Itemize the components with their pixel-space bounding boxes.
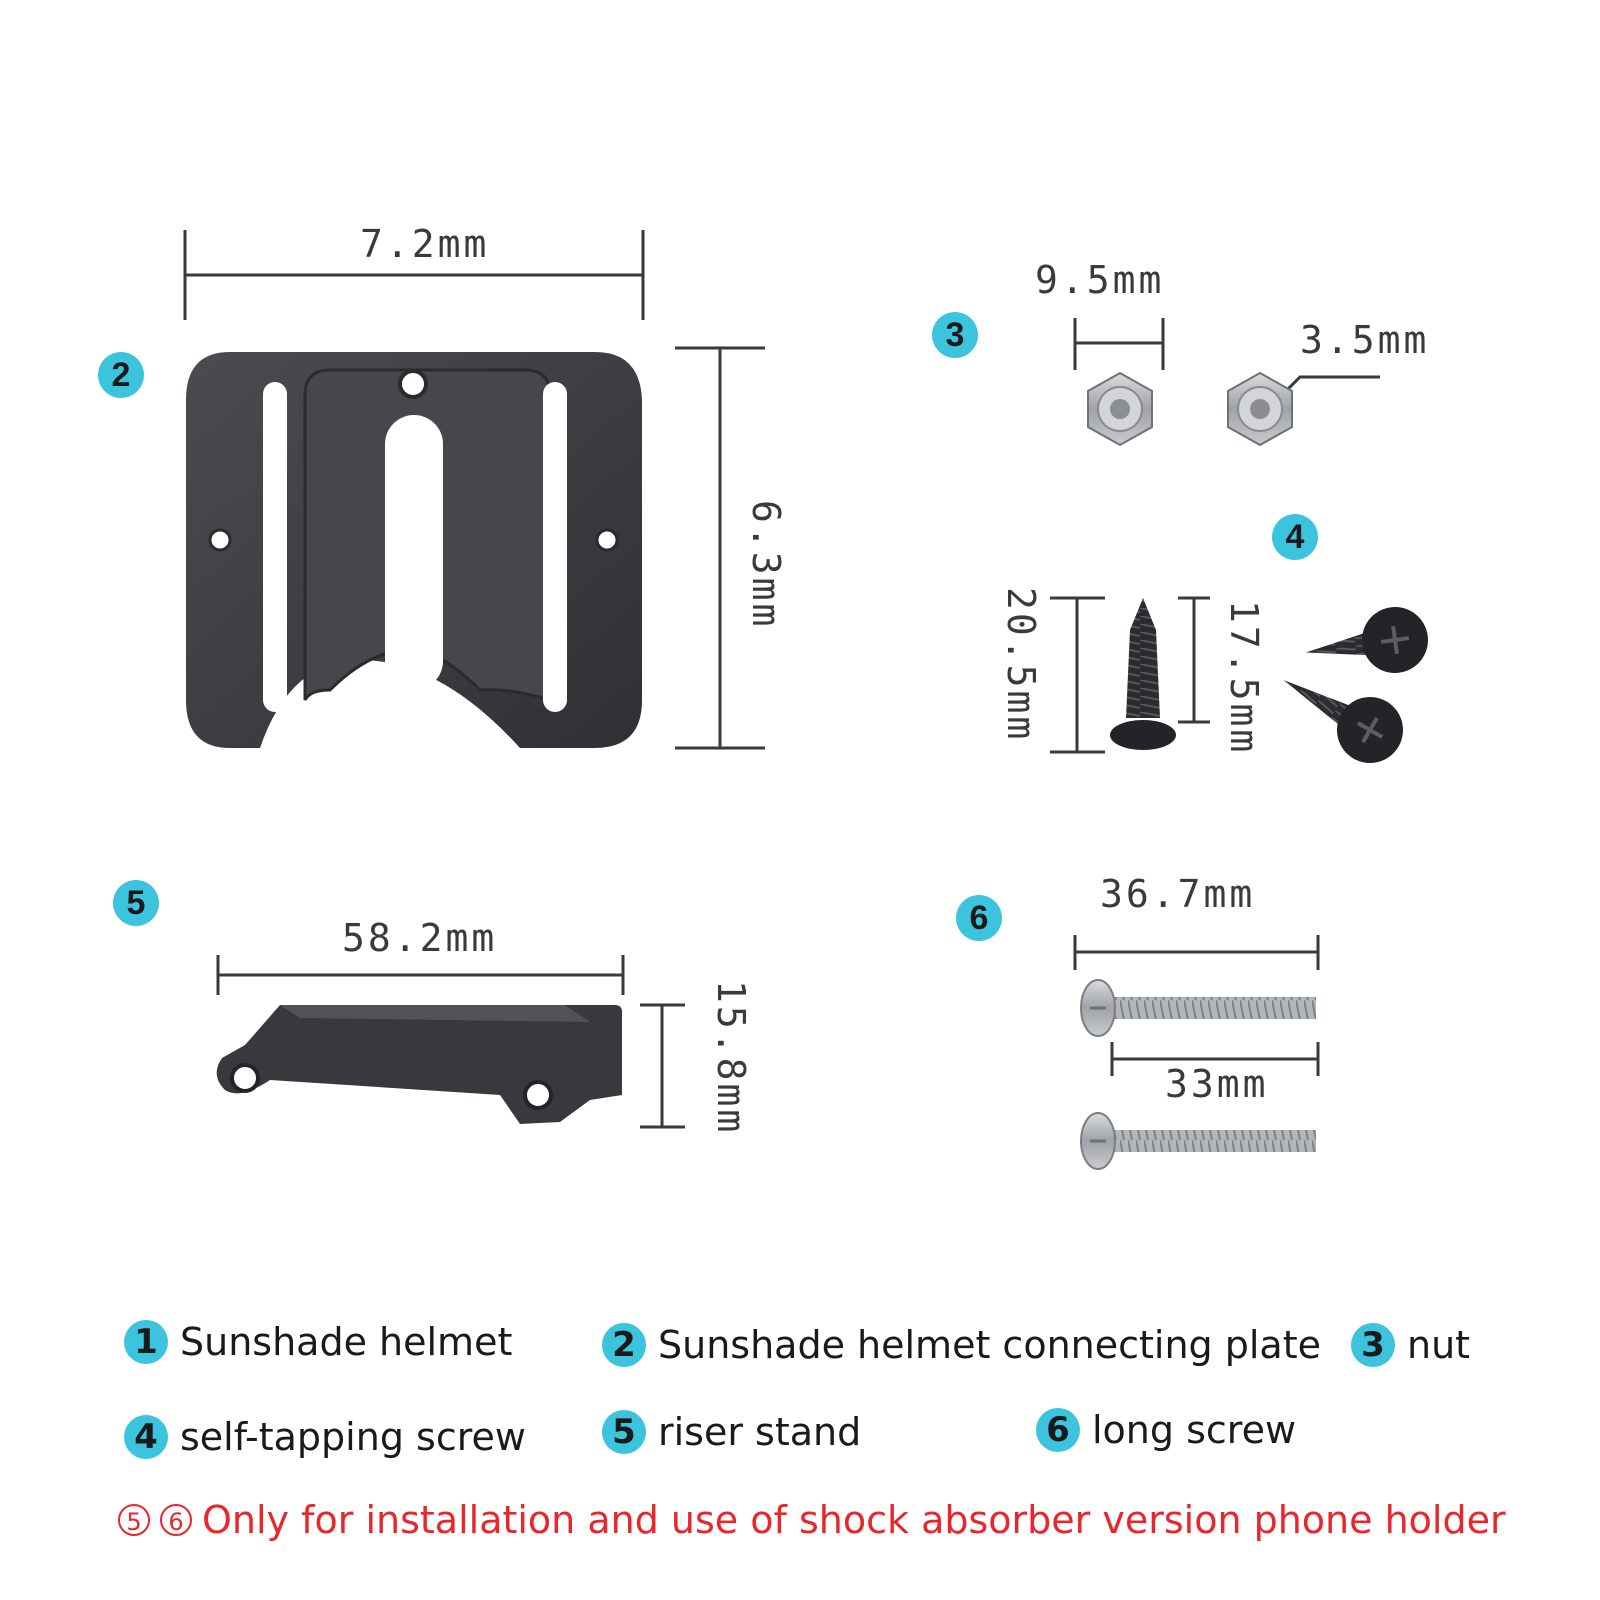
self-tapping-screw-dimensions	[1050, 596, 1210, 754]
dim-long-screw-thread: 33mm	[1165, 1062, 1269, 1106]
dim-plate-width: 7.2mm	[360, 222, 490, 266]
dim-screw-thread: 17.5mm	[1222, 600, 1266, 756]
legend-item-5: 5 riser stand	[602, 1410, 861, 1454]
long-screw-2	[1080, 1112, 1316, 1170]
dim-riser-width: 58.2mm	[342, 916, 498, 960]
dim-riser-height: 15.8mm	[709, 980, 753, 1136]
legend-label: Sunshade helmet	[180, 1320, 513, 1364]
usage-note: 5 6 Only for installation and use of sho…	[118, 1498, 1506, 1542]
dim-long-screw-total: 36.7mm	[1100, 872, 1256, 916]
part-badge-2: 2	[98, 352, 144, 398]
part-badge-6: 6	[956, 895, 1002, 941]
legend-badge: 5	[602, 1410, 646, 1454]
riser-stand	[216, 1005, 622, 1124]
nut-left	[1087, 371, 1153, 447]
note-circle-5: 5	[118, 1504, 150, 1536]
part-badge-5: 5	[113, 880, 159, 926]
nut-right	[1227, 371, 1293, 447]
self-tapping-screw-angled-1	[1305, 607, 1428, 673]
self-tapping-screw-upright	[1110, 598, 1176, 750]
legend-label: Sunshade helmet connecting plate	[658, 1323, 1321, 1367]
dim-nut-hole: 3.5mm	[1300, 318, 1430, 362]
legend-label: riser stand	[658, 1410, 862, 1454]
riser-stand-dimensions	[216, 955, 685, 1129]
connecting-plate-dimensions	[183, 230, 765, 750]
legend-item-3: 3 nut	[1351, 1323, 1470, 1367]
legend-label: nut	[1407, 1323, 1471, 1367]
legend-item-1: 1 Sunshade helmet	[124, 1320, 512, 1364]
note-text: Only for installation and use of shock a…	[202, 1498, 1506, 1542]
legend-badge: 6	[1036, 1408, 1080, 1452]
dim-plate-height: 6.3mm	[744, 500, 788, 630]
legend-badge: 2	[602, 1323, 646, 1367]
self-tapping-screw-angled-2	[1283, 680, 1403, 763]
dim-screw-total: 20.5mm	[999, 587, 1043, 743]
dim-nut-width: 9.5mm	[1035, 258, 1165, 302]
part-badge-4: 4	[1272, 514, 1318, 560]
legend-label: self-tapping screw	[180, 1415, 526, 1459]
legend-badge: 3	[1351, 1323, 1395, 1367]
legend-item-4: 4 self-tapping screw	[124, 1415, 526, 1459]
legend-badge: 1	[124, 1320, 168, 1364]
note-circle-6: 6	[160, 1504, 192, 1536]
legend-label: long screw	[1092, 1408, 1297, 1452]
connecting-plate	[186, 352, 642, 748]
legend-item-6: 6 long screw	[1036, 1408, 1296, 1452]
part-badge-3: 3	[932, 312, 978, 358]
long-screw-dimensions	[1073, 935, 1320, 1076]
long-screw-1	[1080, 979, 1316, 1037]
legend-badge: 4	[124, 1415, 168, 1459]
legend-item-2: 2 Sunshade helmet connecting plate	[602, 1323, 1321, 1367]
